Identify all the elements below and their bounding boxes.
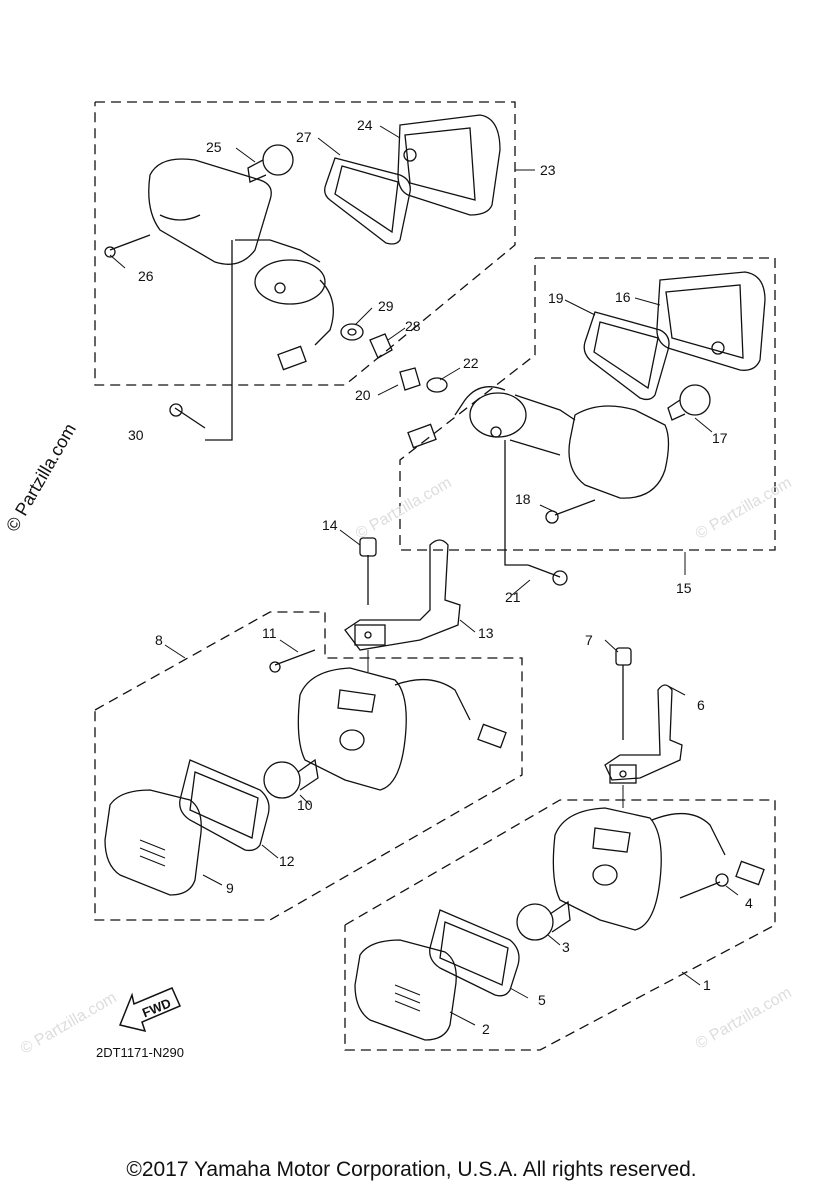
callout-5: 5: [538, 992, 546, 1008]
frame-15: [399, 257, 776, 551]
frame-23: [94, 101, 516, 386]
bracket-6: [604, 647, 683, 784]
callout-22: 22: [463, 355, 479, 371]
bracket-13: [344, 537, 461, 651]
callout-6: 6: [697, 697, 705, 713]
callout-30: 30: [128, 427, 144, 443]
callout-3: 3: [562, 939, 570, 955]
callout-28: 28: [405, 318, 421, 334]
callout-29: 29: [378, 298, 394, 314]
callout-16: 16: [615, 289, 631, 305]
frame-1: [344, 799, 776, 1051]
callout-27: 27: [296, 129, 312, 145]
callout-1: 1: [703, 977, 711, 993]
callout-8: 8: [155, 632, 163, 648]
callout-11: 11: [262, 625, 277, 641]
callout-10: 10: [297, 797, 313, 813]
callout-26: 26: [138, 268, 154, 284]
turn-signal-8: [104, 649, 507, 896]
lens-texture-9: [139, 839, 166, 867]
leader-lines: [109, 125, 739, 1026]
callout-25: 25: [206, 139, 222, 155]
callout-20: 20: [355, 387, 371, 403]
diagram-code: 2DT1171-N290: [96, 1045, 184, 1060]
callout-15: 15: [676, 580, 692, 596]
turn-signal-23: [104, 114, 501, 441]
turn-signal-15: [399, 271, 766, 586]
callout-12: 12: [279, 853, 295, 869]
callout-18: 18: [515, 491, 531, 507]
callout-9: 9: [226, 880, 234, 896]
callout-21: 21: [505, 589, 521, 605]
callout-13: 13: [478, 625, 494, 641]
turn-signal-1: [354, 807, 765, 1041]
callout-4: 4: [745, 895, 753, 911]
callout-23: 23: [540, 162, 556, 178]
callout-2: 2: [482, 1021, 490, 1037]
copyright-notice: ©2017 Yamaha Motor Corporation, U.S.A. A…: [126, 1158, 697, 1181]
callout-19: 19: [548, 290, 564, 306]
callout-numbers: 1 2 3 4 5 6 7 8 9 10 11 12 13 14 15 16 1…: [128, 117, 753, 1037]
callout-24: 24: [357, 117, 373, 133]
frame-8: [94, 611, 523, 921]
callout-14: 14: [322, 517, 338, 533]
fwd-arrow-icon: [118, 987, 181, 1033]
callout-17: 17: [712, 430, 728, 446]
callout-7: 7: [585, 632, 593, 648]
